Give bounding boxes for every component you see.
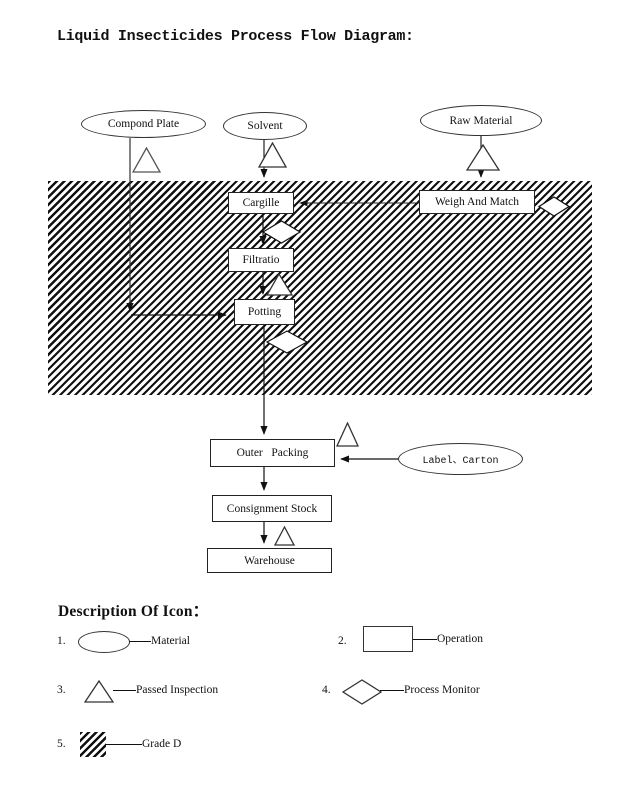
process-monitor-icon xyxy=(266,330,308,354)
operation-cargille: Cargille xyxy=(228,192,294,214)
diamond-icon xyxy=(342,679,382,705)
operation-filtratio: Filtratio xyxy=(228,248,294,272)
passed-inspection-icon xyxy=(132,147,162,173)
passed-inspection-icon xyxy=(266,273,293,296)
material-solvent: Solvent xyxy=(223,112,307,140)
material-label: Raw Material xyxy=(449,114,513,127)
legend-item-label: Operation xyxy=(437,633,483,645)
material-compond-plate: Compond Plate xyxy=(81,110,206,138)
grade-d-zone xyxy=(48,181,592,395)
legend-item-number: 4. xyxy=(322,684,331,696)
legend-connector xyxy=(380,690,404,692)
passed-inspection-icon xyxy=(466,144,501,171)
legend-item-label: Process Monitor xyxy=(404,684,480,696)
operation-label: Warehouse xyxy=(244,554,295,567)
material-label-carton: Label、Carton xyxy=(398,443,523,475)
operation-label: Filtratio xyxy=(242,254,280,266)
oval-icon xyxy=(78,631,130,653)
material-label: Label、Carton xyxy=(422,456,499,467)
operation-warehouse: Warehouse xyxy=(207,548,332,573)
legend-connector xyxy=(413,639,437,641)
operation-label: Consignment Stock xyxy=(226,502,318,515)
legend-connector xyxy=(106,744,142,746)
material-label: Solvent xyxy=(247,120,283,132)
legend-item-number: 2. xyxy=(338,635,347,647)
page-title: Liquid Insecticides Process Flow Diagram… xyxy=(57,28,414,45)
legend-connector xyxy=(129,641,151,643)
legend-connector xyxy=(113,690,136,692)
process-monitor-icon xyxy=(262,220,301,244)
operation-label: Potting xyxy=(247,306,282,318)
operation-weigh-and-match: Weigh And Match xyxy=(419,190,535,214)
passed-inspection-icon xyxy=(274,526,296,546)
legend-item-number: 3. xyxy=(57,684,66,696)
hatch-icon xyxy=(80,732,106,757)
legend-item-number: 5. xyxy=(57,738,66,750)
material-raw-material: Raw Material xyxy=(420,105,542,136)
legend-item-label: Material xyxy=(151,635,190,647)
passed-inspection-icon xyxy=(336,422,360,447)
operation-label: Cargille xyxy=(242,197,280,209)
material-label: Compond Plate xyxy=(107,118,180,130)
rectangle-icon xyxy=(363,626,413,652)
legend-item-number: 1. xyxy=(57,635,66,647)
operation-label: Weigh And Match xyxy=(434,196,520,208)
operation-consignment-stock: Consignment Stock xyxy=(212,495,332,522)
operation-potting: Potting xyxy=(234,299,295,325)
legend-item-label: Passed Inspection xyxy=(136,684,219,696)
triangle-icon xyxy=(84,680,115,703)
passed-inspection-icon xyxy=(258,142,288,168)
operation-outer-packing: Outer Packing xyxy=(210,439,335,467)
legend-item-label: Grade D xyxy=(142,738,182,750)
operation-label: Outer Packing xyxy=(236,447,309,459)
process-monitor-icon xyxy=(538,196,570,217)
legend-heading: Description Of Icon： xyxy=(58,603,209,620)
